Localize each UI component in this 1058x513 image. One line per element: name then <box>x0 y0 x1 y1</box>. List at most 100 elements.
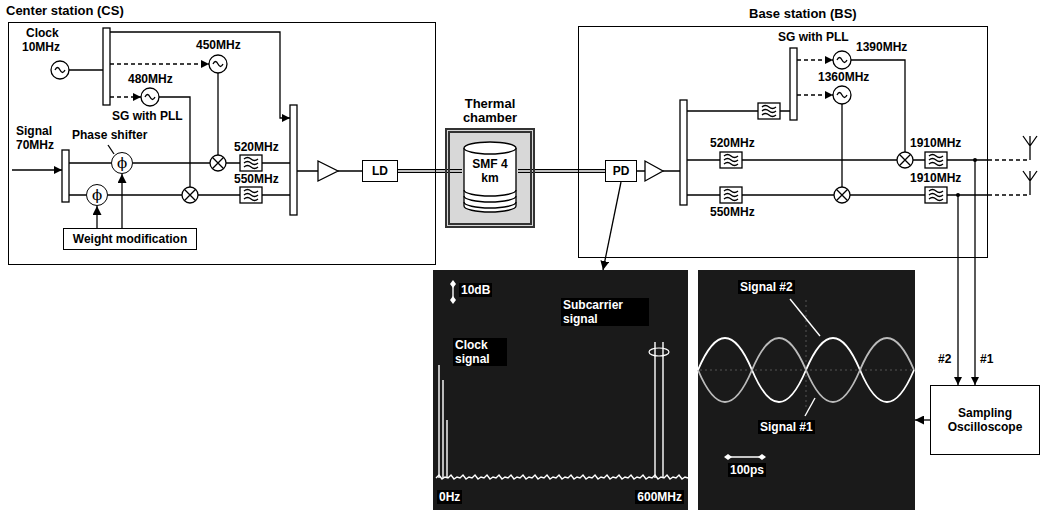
subcarrier-spike <box>655 342 663 478</box>
spool-top <box>464 142 516 154</box>
phase-symbol: ϕ <box>92 187 102 203</box>
screen-ground <box>433 270 688 510</box>
leader-line <box>108 145 114 154</box>
waveform <box>698 338 914 402</box>
frequency-label: 550MHz <box>234 172 279 186</box>
rotation-mark <box>649 348 669 356</box>
combiner <box>290 105 297 215</box>
mixer-symbol <box>182 187 198 203</box>
trace-label: Signal #2 <box>738 280 795 294</box>
scope-screen: Signal #2Signal #1100ps <box>698 270 915 510</box>
source-label: Signal <box>16 124 52 138</box>
signal-input-wire <box>12 169 62 170</box>
filter-wave <box>762 106 776 117</box>
junction-dot <box>956 193 960 197</box>
phase-symbol: ϕ <box>117 155 127 171</box>
leader-line <box>805 398 815 416</box>
probe-wire <box>957 195 958 385</box>
frequency-label: 1360MHz <box>818 70 869 84</box>
screen-ground <box>698 270 915 510</box>
oscillator-wave <box>837 93 847 98</box>
control-box: Weight modification <box>63 228 197 250</box>
filter-wave <box>244 190 258 201</box>
signal-wire <box>637 60 988 195</box>
lo-wire <box>217 73 218 155</box>
scale-bar <box>728 456 762 457</box>
thermal-chamber: Thermal chamberSMF 4 km <box>445 128 535 228</box>
oscillator-symbol <box>833 51 851 69</box>
filter-wave <box>929 190 943 201</box>
filter-symbol <box>925 187 947 203</box>
station-frame: Center station (CS)ϕϕWeight modification… <box>8 22 436 265</box>
box-label: LD <box>372 164 388 178</box>
box-label: Sampling Oscilloscope <box>935 406 1035 434</box>
box-label: PD <box>613 164 630 178</box>
channel-label: #1 <box>980 352 993 366</box>
oscillator-wave <box>55 68 65 73</box>
antenna-symbol <box>1023 136 1037 160</box>
splitter <box>680 100 687 205</box>
reference-wire <box>110 63 209 64</box>
filter-wave <box>244 158 258 169</box>
monitor-arrow <box>915 419 930 420</box>
wire <box>69 69 103 70</box>
oscillator-symbol <box>51 61 69 79</box>
fiber-label: SMF 4 km <box>471 157 509 185</box>
station-title: Center station (CS) <box>6 4 124 18</box>
control-arrow <box>96 206 97 228</box>
trace-label: Clock signal <box>453 338 507 366</box>
splitter <box>790 48 797 120</box>
scale-tip <box>724 454 732 460</box>
scale-label: 10dB <box>459 283 492 297</box>
generator-label: SG with PLL <box>778 30 849 44</box>
waveform <box>698 338 914 402</box>
phase-shifter: ϕ <box>111 152 133 174</box>
frequency-label: 520MHz <box>710 136 755 150</box>
screen-grid <box>700 300 913 410</box>
filter-wave <box>929 155 943 166</box>
frequency-label: 520MHz <box>234 140 279 154</box>
oscillator-wave <box>213 62 223 67</box>
frequency-label: 480MHz <box>128 72 173 86</box>
mixer-cross <box>899 154 910 165</box>
splitter <box>103 28 110 105</box>
reference-wire <box>797 94 833 95</box>
axis-label: 600MHz <box>635 490 684 504</box>
monitor-arrow <box>603 182 621 270</box>
generator-label: SG with PLL <box>112 109 183 123</box>
scale-label: 100ps <box>728 463 766 477</box>
frequency-label: 1910MHz <box>910 136 961 150</box>
probe-wire <box>974 160 975 385</box>
frequency-label: 1910MHz <box>910 171 961 185</box>
trace-label: Subcarrier signal <box>561 298 649 326</box>
reference-wire <box>797 59 833 60</box>
control-arrow <box>121 174 122 228</box>
instrument-box: Sampling Oscilloscope <box>930 385 1040 455</box>
filter-wave <box>724 190 738 201</box>
frequency-label: 10MHz <box>22 40 60 54</box>
antenna-feed <box>988 160 1030 195</box>
chamber-ground <box>445 128 535 228</box>
mixer-symbol <box>834 187 850 203</box>
frequency-label: 550MHz <box>710 205 755 219</box>
scale-tip <box>450 296 456 304</box>
filter-symbol <box>240 187 262 203</box>
oscillator-wave <box>145 95 155 100</box>
frequency-label: 70MHz <box>16 138 54 152</box>
mixer-cross <box>184 189 195 200</box>
reference-wire <box>110 96 141 97</box>
clock-wire <box>110 32 290 118</box>
oscillator-symbol <box>141 88 159 106</box>
fiber-link <box>398 169 462 173</box>
scale-tip <box>758 454 766 460</box>
photodiode: PD <box>605 160 637 182</box>
antenna-symbol <box>1023 171 1037 195</box>
mixer-cross <box>212 157 223 168</box>
channel-label: #2 <box>938 352 951 366</box>
filter-symbol <box>240 155 262 171</box>
spool-coil <box>464 190 516 208</box>
filter-symbol <box>758 103 780 119</box>
mixer-symbol <box>210 155 226 171</box>
station-title: Base station (BS) <box>749 7 857 21</box>
